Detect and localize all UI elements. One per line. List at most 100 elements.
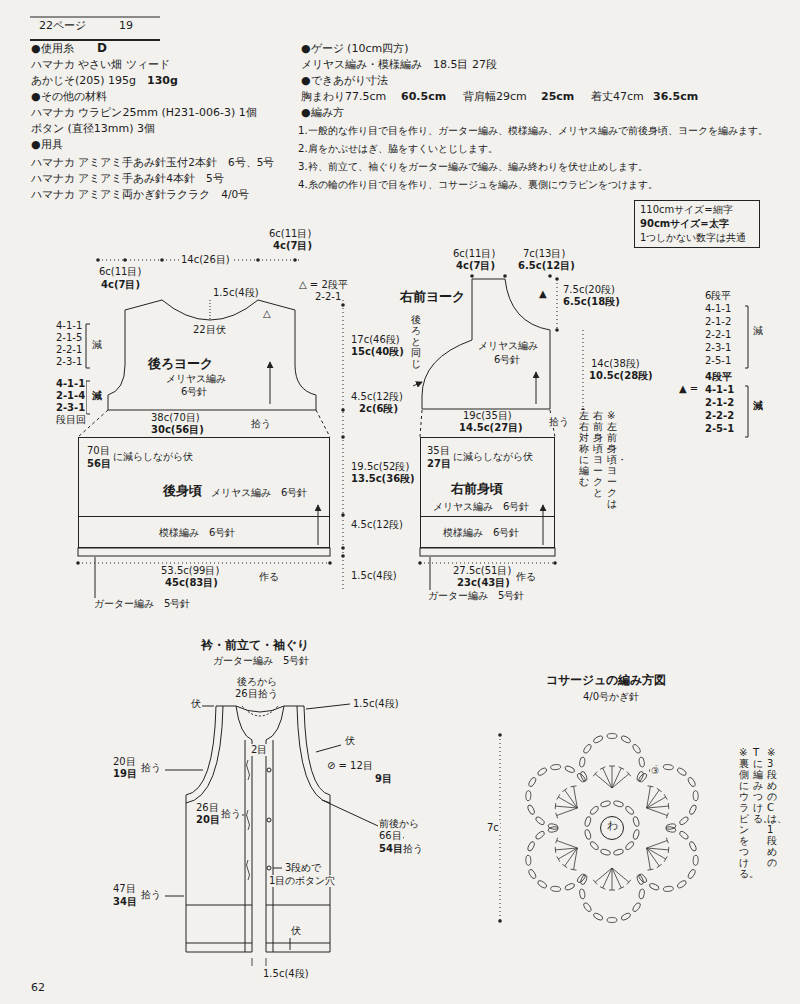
piece-box: 110cmサイズ=細字90cmサイズ=太字1つしかない数字は共通	[634, 200, 760, 248]
line-art	[328, 561, 332, 565]
chain-stitch	[564, 882, 575, 890]
dimension-label: 35目	[426, 445, 451, 457]
crochet-stitch	[668, 803, 670, 809]
piece-note: メリヤス編み 6号針	[433, 501, 529, 513]
dimension-label: 2-3-1	[55, 402, 86, 414]
crochet-chart	[526, 734, 699, 923]
chain-stitch	[535, 830, 546, 840]
dimension-label: 4.5c(12段)	[350, 391, 404, 403]
piece-note: メリヤス編み	[166, 373, 226, 385]
dimension-label: 14.5c(27目)	[458, 422, 524, 434]
dimension-label: 衿・前立て・袖ぐり	[200, 639, 310, 653]
piece-outline	[100, 295, 325, 411]
piece-note: 6号針	[181, 386, 207, 398]
line-art	[553, 561, 557, 565]
chain-stitch	[526, 791, 531, 801]
dimension-label: 15c(40段)	[350, 346, 405, 358]
line-art	[186, 706, 252, 952]
line-art	[341, 303, 345, 307]
dimension-label: 拾う	[250, 418, 272, 430]
dimension-label: 19目	[112, 768, 138, 780]
crochet-stitch	[612, 774, 629, 788]
line-art	[318, 505, 319, 545]
dimension-label: ●用具	[30, 139, 64, 152]
chain-stitch	[589, 840, 600, 851]
dimension-label: 30c(56目)	[150, 424, 205, 436]
piece-name: 右前身頃	[451, 482, 503, 497]
line-art	[30, 17, 748, 966]
chain-stitch	[678, 830, 689, 840]
crochet-stitch	[612, 868, 629, 882]
line-art	[267, 768, 271, 772]
crochet-stitch	[627, 880, 631, 885]
dimension-label: 130g	[146, 75, 179, 88]
chain-stitch	[613, 800, 624, 807]
vertical-note: ※裏側にウラピンをつける。	[738, 747, 750, 879]
dimension-label: 4c(7目)	[455, 260, 496, 272]
crochet-stitch	[557, 808, 578, 816]
dimension-label: 1.5c(4段)	[262, 968, 310, 980]
dimension-label: 62	[30, 982, 46, 995]
chain-stitch	[666, 826, 677, 833]
dimension-label: 7c	[486, 822, 500, 834]
line-art	[267, 818, 271, 822]
line-art	[210, 300, 211, 320]
dimension-label: 26目拾う	[234, 688, 279, 700]
piece-name: 後ろヨーク	[148, 357, 213, 372]
line-art	[165, 704, 404, 950]
piece-name: 模様編み 6号針	[159, 527, 235, 539]
vertical-note: ※3段めのCは、1段めの	[766, 747, 778, 868]
line-art	[86, 324, 90, 414]
dimension-label: 25cm	[540, 91, 575, 104]
chain-stitch	[687, 868, 696, 879]
line-art	[341, 554, 345, 558]
crochet-stitch	[612, 766, 613, 788]
crochet-stitch	[612, 768, 621, 788]
dimension-label: 60.5cm	[400, 91, 447, 104]
crochet-stitch	[556, 813, 558, 819]
chain-stitch	[632, 902, 642, 913]
crochet-stitch	[627, 772, 631, 777]
line-art	[413, 382, 422, 386]
dimension-label: 3段めで	[284, 862, 322, 874]
dimension-label: 22目伏	[192, 324, 227, 336]
chain-stitch	[638, 772, 648, 783]
crochet-stitch	[609, 766, 615, 767]
line-art	[78, 410, 330, 437]
chain-stitch	[600, 800, 611, 807]
crochet-stitch	[557, 840, 578, 848]
dimension-label: 4.糸の輪の作り目で目を作り、コサージュを編み、裏側にウラピンをつけます。	[297, 179, 659, 191]
dimension-label: 2-3-1	[55, 356, 83, 368]
dimension-label: 1.5c(4段)	[212, 287, 260, 299]
crochet-stitch	[571, 869, 577, 870]
chain-stitch	[593, 912, 604, 921]
dimension-label: 2-1-5	[55, 332, 83, 344]
dimension-label: 45c(83目)	[164, 577, 219, 589]
dimension-label: 20目	[112, 756, 137, 768]
piece-note: 1つしかない数字は共通	[640, 232, 746, 244]
dimension-label: 4c(7目)	[272, 240, 313, 252]
chain-stitch	[639, 757, 645, 768]
chain-stitch	[550, 886, 560, 892]
crochet-stitch	[609, 890, 615, 891]
chain-stitch	[537, 767, 548, 777]
dimension-label: に減らしながら伏	[452, 451, 534, 463]
chain-stitch	[548, 823, 559, 830]
piece-note: 90cmサイズ=太字	[640, 218, 729, 230]
dimension-label: 2-5-1	[704, 423, 735, 435]
dimension-label: 53.5c(99目)	[160, 565, 220, 577]
dimension-label: 7c(13目)	[522, 248, 566, 260]
vertical-note: ※左前身頃・ヨークは	[606, 410, 618, 509]
crochet-stitch	[647, 790, 660, 808]
dimension-label: 6c(11目)	[452, 248, 496, 260]
line-art	[341, 546, 345, 550]
dimension-label: 作る	[258, 571, 280, 583]
chain-stitch	[689, 804, 698, 815]
dimension-label: 拾う	[220, 808, 242, 820]
dimension-label: 54目	[378, 843, 404, 855]
crochet-stitch	[612, 868, 613, 890]
line-art	[123, 258, 127, 262]
dimension-label: 47目	[112, 883, 137, 895]
dimension-label: 6c(11目)	[268, 228, 312, 240]
dimension-label: 6.5c(18段)	[562, 296, 621, 308]
